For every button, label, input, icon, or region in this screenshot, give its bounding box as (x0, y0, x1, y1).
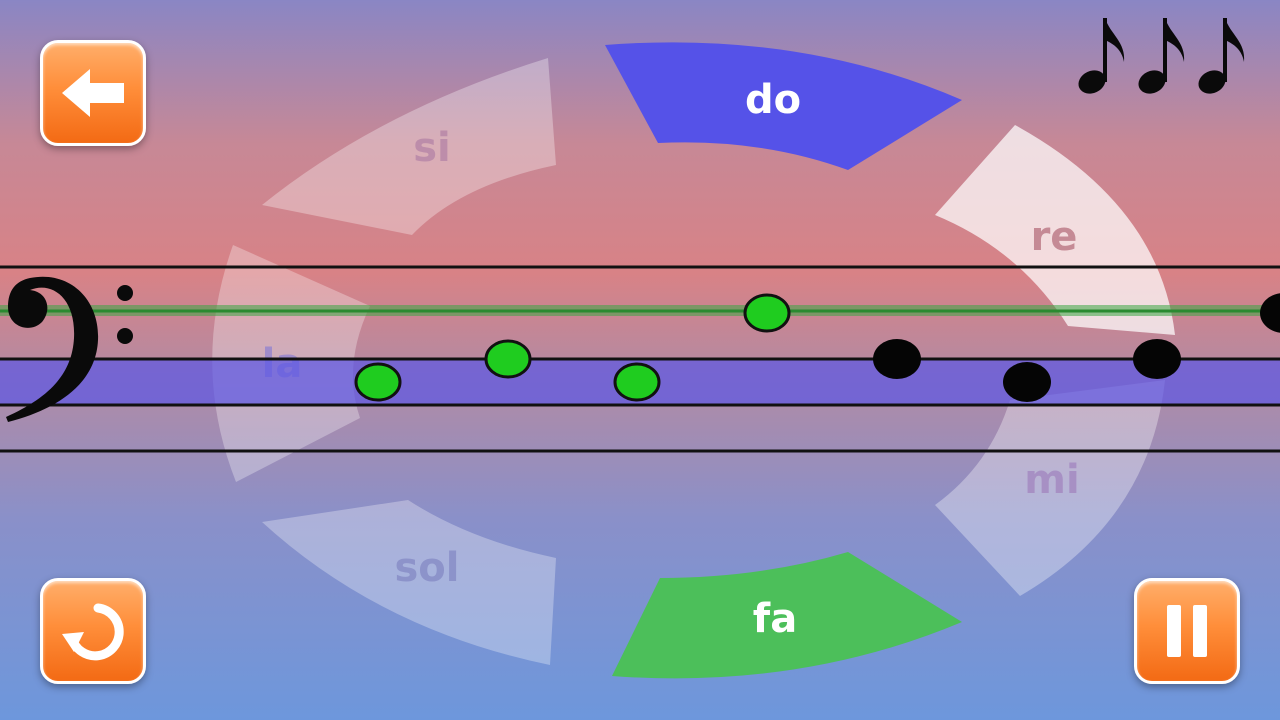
note-pending (1133, 339, 1181, 379)
eighth-note-icon (1198, 18, 1245, 94)
wheel-label-do: do (745, 77, 801, 123)
note-wheel: si la sol mi re do fa (212, 42, 1175, 679)
eighth-note-icon (1078, 18, 1125, 94)
bass-clef-icon (6, 276, 133, 422)
eighth-note-icon (1138, 18, 1185, 94)
lives-indicator (1078, 18, 1245, 94)
wheel-label-re: re (1031, 214, 1078, 260)
restart-icon (62, 603, 124, 661)
wheel-label-si: si (413, 125, 451, 171)
note-pending (1260, 293, 1280, 333)
wheel-sector-fa[interactable]: fa (612, 552, 962, 679)
pause-icon (1167, 605, 1207, 657)
wheel-sector-do[interactable]: do (605, 42, 962, 171)
wheel-sector-mi[interactable]: mi (935, 380, 1165, 596)
pause-button[interactable] (1134, 578, 1240, 684)
wheel-sector-si[interactable]: si (262, 58, 556, 235)
note-pending (1003, 362, 1051, 402)
back-arrow-icon (62, 69, 124, 117)
notes (354, 293, 1280, 402)
note-played (613, 362, 661, 402)
note-pending (873, 339, 921, 379)
note-played (743, 293, 791, 333)
wheel-label-mi: mi (1024, 457, 1079, 503)
note-played (354, 362, 402, 402)
wheel-label-fa: fa (753, 596, 797, 642)
back-button[interactable] (40, 40, 146, 146)
wheel-sector-sol[interactable]: sol (262, 500, 556, 665)
note-played (484, 339, 532, 379)
wheel-label-sol: sol (395, 545, 460, 591)
restart-button[interactable] (40, 578, 146, 684)
music-staff (0, 265, 1280, 453)
wheel-sector-re[interactable]: re (935, 125, 1175, 335)
